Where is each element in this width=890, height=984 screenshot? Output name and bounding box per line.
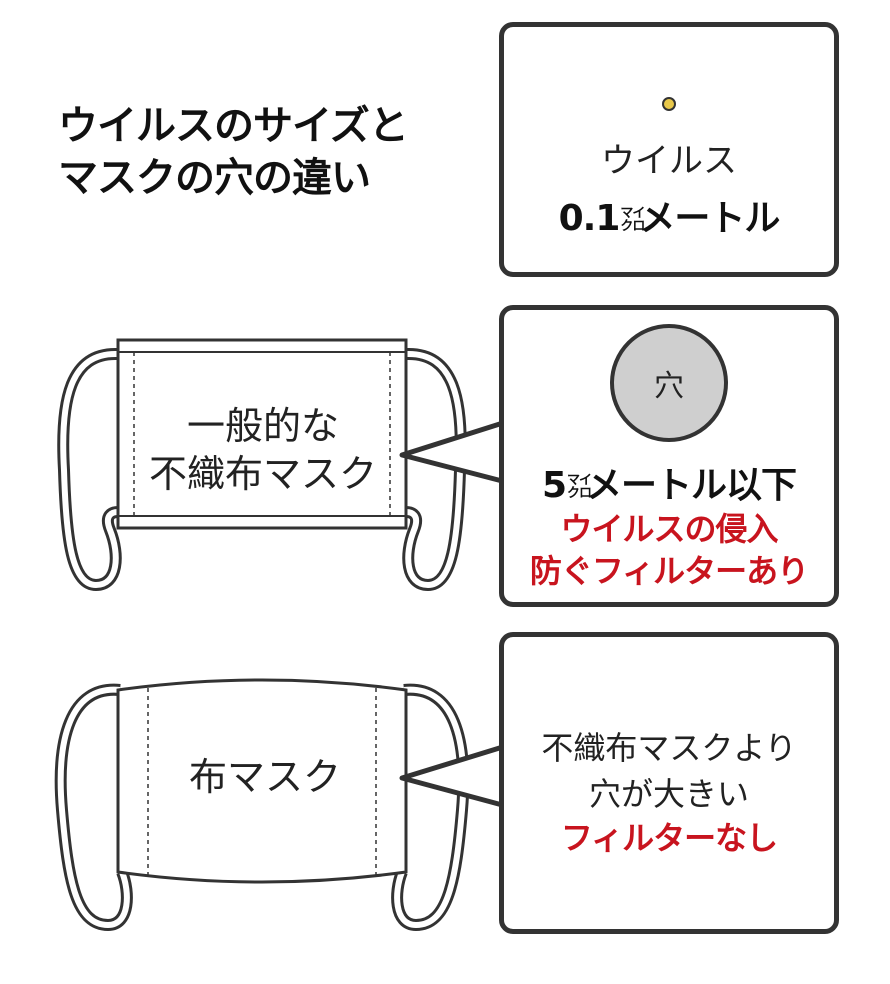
nonwoven-mask-label: 一般的な 不織布マスク xyxy=(118,402,408,498)
cloth-mask-panel: 不織布マスクより 穴が大きい フィルターなし xyxy=(499,632,839,934)
micro-prefix-bottom: クロ xyxy=(567,486,592,501)
title-line-1: ウイルスのサイズと xyxy=(58,103,409,149)
micro-prefix: マイクロ xyxy=(620,207,645,234)
cloth-text-line-1: 不織布マスクより xyxy=(541,729,797,767)
cloth-filter-note: フィルターなし xyxy=(560,819,778,857)
nonwoven-filter-note: ウイルスの侵入 防ぐフィルターあり xyxy=(504,508,834,592)
nonwoven-size-unit: メートル以下 xyxy=(586,465,797,506)
virus-size-value: 0.1 xyxy=(558,198,621,239)
nonwoven-size-value: 5 xyxy=(541,465,567,506)
cloth-comparison-text: 不織布マスクより 穴が大きい xyxy=(504,725,834,817)
micro-prefix: マイクロ xyxy=(567,474,592,501)
cloth-mask-drawing xyxy=(54,678,470,932)
micro-prefix-bottom: クロ xyxy=(620,219,645,234)
title-line-2: マスクの穴の違い xyxy=(58,155,371,201)
nonwoven-note-line-2: 防ぐフィルターあり xyxy=(529,552,809,590)
cloth-mask-label: 布マスク xyxy=(188,755,341,799)
virus-size-unit: メートル xyxy=(639,198,780,239)
cloth-text-line-2: 穴が大きい xyxy=(588,775,749,813)
hole-label: 穴 xyxy=(654,369,684,404)
nonwoven-mask-label-line-1: 一般的な xyxy=(186,404,339,448)
hole-icon: 穴 xyxy=(610,324,728,442)
nonwoven-mask-drawing xyxy=(57,338,467,592)
nonwoven-note-line-1: ウイルスの侵入 xyxy=(560,510,778,548)
virus-label: ウイルス xyxy=(601,141,737,181)
virus-dot-icon xyxy=(662,97,676,111)
nonwoven-mask-label-line-2: 不織布マスク xyxy=(148,452,377,496)
diagram-title: ウイルスのサイズと マスクの穴の違い xyxy=(58,100,458,204)
